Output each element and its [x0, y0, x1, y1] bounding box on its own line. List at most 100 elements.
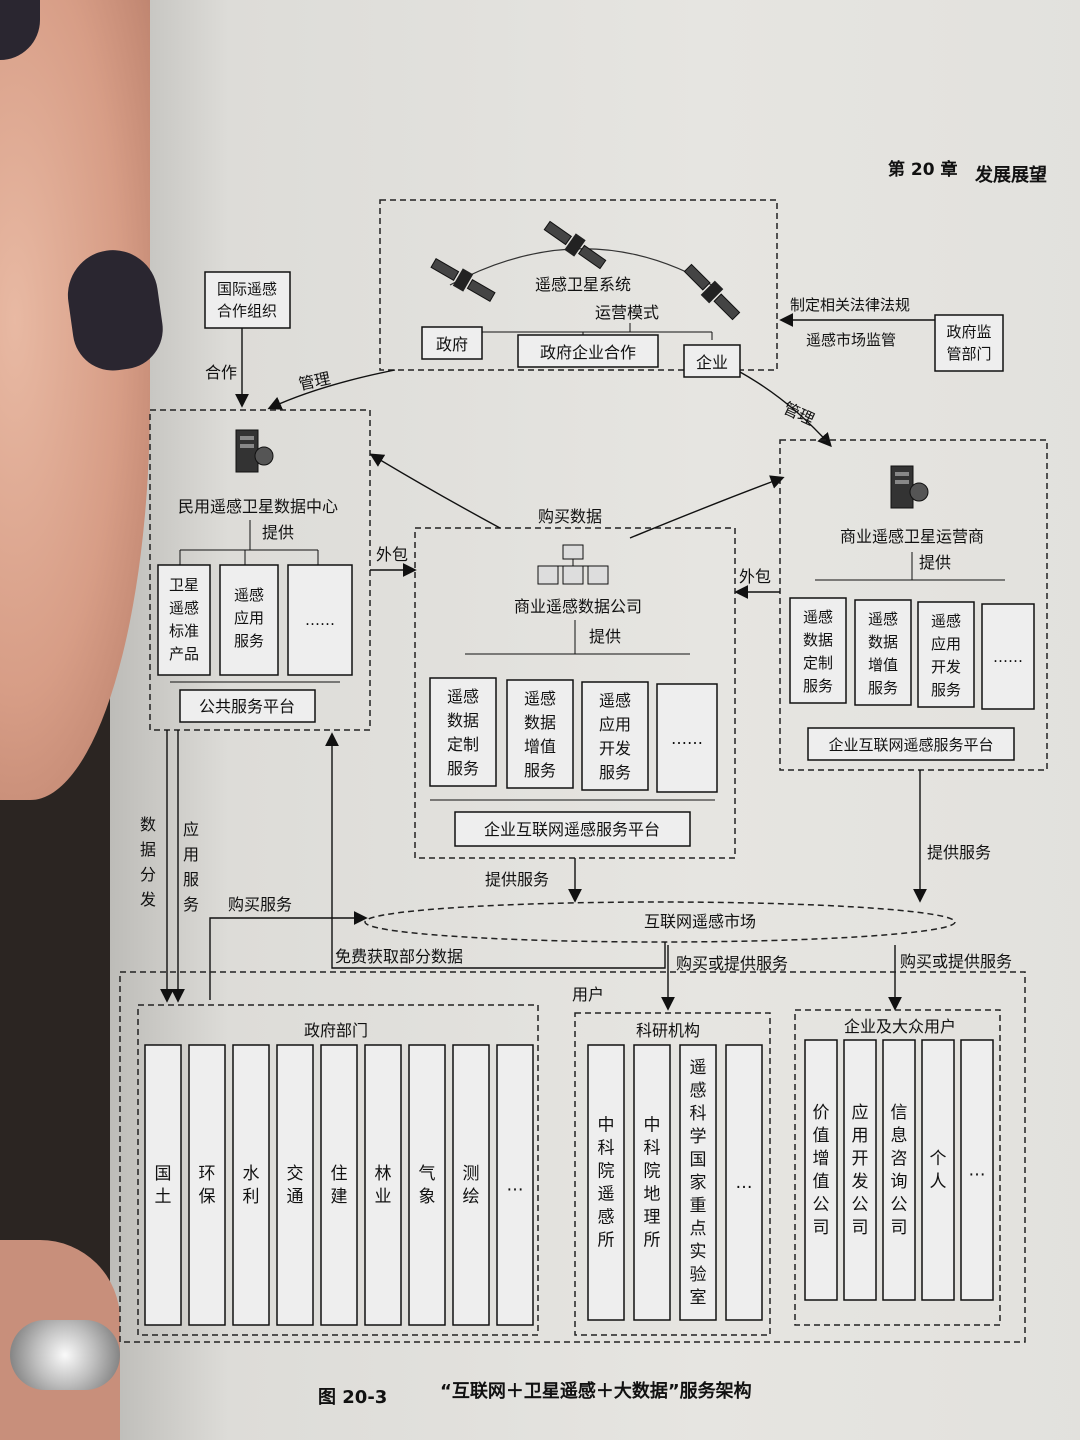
civil-item-text: 卫星 [169, 576, 199, 594]
operator-item-text: …… [993, 648, 1023, 666]
intl-org-line2: 合作组织 [217, 302, 277, 320]
research-box [574, 1012, 771, 1336]
gov-dept-label: 环保 [199, 1164, 216, 1207]
gov-dept-column [276, 1044, 314, 1326]
mode-government: 政府 [436, 335, 468, 354]
research-column [633, 1044, 671, 1321]
company-item-text: 应用 [599, 715, 631, 734]
buy-service-label: 购买服务 [228, 895, 292, 914]
research-label: 遥感科学国家重点实验室 [690, 1058, 707, 1308]
satellite-icon [680, 260, 744, 324]
operator-item-box [917, 601, 975, 708]
company-item-text: 增值 [524, 737, 556, 756]
civil-item-text: 服务 [234, 632, 264, 650]
commercial-operator-box [779, 439, 1048, 771]
provide-service-right: 提供服务 [927, 843, 991, 862]
civil-item-text: 遥感 [234, 586, 264, 604]
free-data-label: 免费获取部分数据 [335, 947, 463, 966]
gov-dept-box [137, 1004, 539, 1336]
operator-item-box [854, 599, 912, 706]
outsource-right-label: 外包 [739, 567, 771, 586]
gov-dept-label: 水利 [243, 1164, 260, 1207]
operator-item-text: 开发 [931, 658, 961, 676]
public-platform-box [179, 689, 316, 723]
operator-item-text: 数据 [803, 631, 833, 649]
gov-dept-label: 林业 [375, 1164, 392, 1207]
enterprise-columns: 价值增值公司应用开发公司信息咨询公司个人… [804, 1039, 994, 1301]
data-dist-char: 据 [140, 840, 156, 859]
civil-center-title: 民用遥感卫星数据中心 [178, 497, 338, 516]
company-item-box [429, 677, 497, 787]
satellite-system-box [379, 199, 778, 371]
research-column [679, 1044, 717, 1321]
ring [10, 1320, 120, 1390]
gov-dept-column [408, 1044, 446, 1326]
server-icon [890, 465, 929, 509]
users-box [119, 971, 1026, 1343]
cooperate-label: 合作 [205, 363, 237, 382]
enterprise-column [843, 1039, 877, 1301]
research-label: 中科院遥感所 [598, 1116, 615, 1251]
operator-item-text: 服务 [931, 681, 961, 699]
manage-right-label: 管理 [780, 398, 817, 429]
market-supervision-label: 遥感市场监管 [806, 331, 896, 349]
gov-dept-column [496, 1044, 534, 1326]
mode-gov-enterprise-box [517, 334, 659, 368]
outsource-left-label: 外包 [376, 545, 408, 564]
users-title: 用户 [572, 985, 604, 1004]
enterprise-box [794, 1009, 1001, 1326]
gov-dept-label: 测绘 [463, 1164, 480, 1207]
company-item-box [581, 681, 649, 791]
figure-title: “互联网＋卫星遥感＋大数据”服务架构 [440, 1380, 752, 1402]
operator-item-text: 增值 [868, 656, 898, 674]
internet-market-label: 互联网遥感市场 [644, 912, 756, 931]
public-platform-label: 公共服务平台 [199, 697, 295, 716]
research-column [725, 1044, 763, 1321]
enterprise-column [804, 1039, 838, 1301]
company-item-box [656, 683, 718, 793]
gov-dept-column [188, 1044, 226, 1326]
data-dist-char: 分 [140, 865, 156, 884]
operator-platform-label: 企业互联网遥感服务平台 [828, 736, 993, 754]
manage-left-label: 管理 [297, 369, 332, 394]
gov-dept-label: 住建 [331, 1164, 348, 1207]
civil-item-text: 标准 [169, 622, 199, 640]
provide-service-center: 提供服务 [485, 870, 549, 889]
research-title: 科研机构 [636, 1021, 700, 1040]
enterprise-label: 个人 [930, 1149, 947, 1192]
gov-dept-label: … [507, 1176, 524, 1196]
company-item-text: 服务 [447, 759, 479, 778]
gov-regulator-line1: 政府监 [946, 323, 991, 341]
civil-item-text: 应用 [234, 609, 264, 627]
enterprise-label: 价值增值公司 [813, 1103, 830, 1238]
gov-dept-column [320, 1044, 358, 1326]
operator-item-box [981, 603, 1035, 710]
gov-dept-column [364, 1044, 402, 1326]
company-item-text: …… [671, 729, 703, 748]
research-label: 中科院地理所 [644, 1116, 661, 1251]
civil-item-text: 产品 [169, 645, 199, 663]
gov-dept-label: 国土 [155, 1164, 172, 1207]
civil-item-box [287, 564, 353, 676]
company-item-text: 服务 [524, 761, 556, 780]
enterprise-label: … [969, 1161, 986, 1181]
gov-columns: 国土环保水利交通住建林业气象测绘… [144, 1044, 534, 1326]
operator-platform-box [807, 727, 1015, 761]
civil-item-box [219, 564, 279, 676]
satellite-system-title: 遥感卫星系统 [535, 275, 631, 294]
mode-enterprise: 企业 [696, 353, 728, 372]
data-company-title: 商业遥感数据公司 [514, 597, 642, 616]
company-item-text: 遥感 [524, 689, 556, 708]
commercial-operator-title: 商业遥感卫星运营商 [840, 527, 984, 546]
buy-data-label: 购买数据 [538, 507, 602, 526]
app-service-char: 务 [183, 895, 199, 914]
enterprise-column [960, 1039, 994, 1301]
chapter-title: 发展展望 [974, 164, 1047, 186]
company-item-text: 遥感 [599, 691, 631, 710]
operator-item-text: 服务 [868, 679, 898, 697]
satellite-icon [540, 216, 610, 274]
civil-item-box [157, 564, 211, 676]
gov-dept-column [452, 1044, 490, 1326]
research-columns: 中科院遥感所中科院地理所遥感科学国家重点实验室… [587, 1044, 763, 1321]
